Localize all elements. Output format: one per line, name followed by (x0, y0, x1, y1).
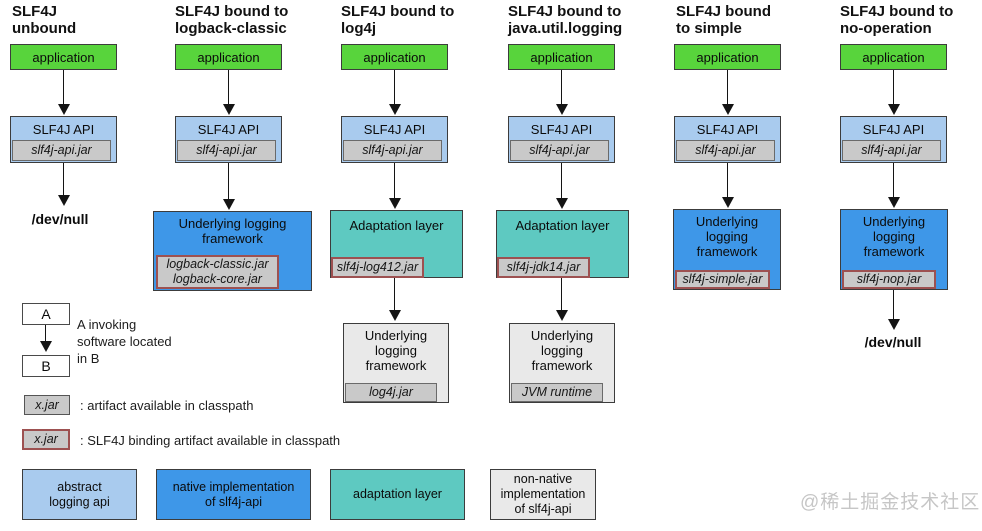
color-legend-native-implementation: native implementation of slf4j-api (156, 469, 311, 520)
column3-arrow-app-to-api (389, 70, 401, 115)
legend-node-a: A (22, 303, 70, 325)
column6-framework-jar: slf4j-nop.jar (842, 270, 936, 289)
column2-application-box: application (175, 44, 282, 70)
column3-arrow-adaptation-to-framework (389, 278, 401, 321)
column5-api-label: SLF4J API (696, 122, 759, 137)
column4-api-jar: slf4j-api.jar (510, 140, 609, 161)
column4-framework-jar: JVM runtime (511, 383, 603, 402)
column2-framework-label: Underlying logging framework (178, 216, 287, 246)
column3-header: SLF4J bound to log4j (341, 3, 455, 37)
column5-api-jar: slf4j-api.jar (676, 140, 775, 161)
column1-application-box: application (10, 44, 117, 70)
column6-api-label: SLF4J API (862, 122, 925, 137)
column4-arrow-api-to-adaptation (556, 163, 568, 209)
column1-header: SLF4J unbound (12, 3, 77, 37)
column5-header: SLF4J bound to simple (676, 3, 771, 37)
legend-node-b: B (22, 355, 70, 377)
column1-api-jar: slf4j-api.jar (12, 140, 111, 161)
column6-application-box: application (840, 44, 947, 70)
column6-header: SLF4J bound to no-operation (840, 3, 954, 37)
column3-application-box: application (341, 44, 448, 70)
column2-slf4j-api-box: SLF4J API slf4j-api.jar (175, 116, 282, 163)
column3-adaptation-label: Adaptation layer (349, 218, 444, 233)
column2-framework-jar: logback-classic.jar logback-core.jar (156, 255, 279, 289)
column4-adaptation-label: Adaptation layer (515, 218, 610, 233)
column4-arrow-app-to-api (556, 70, 568, 115)
legend-artifact-text: : artifact available in classpath (80, 398, 254, 413)
column6-api-jar: slf4j-api.jar (842, 140, 941, 161)
column6-slf4j-api-box: SLF4J API slf4j-api.jar (840, 116, 947, 163)
column2-arrow-api-to-framework (223, 163, 235, 210)
column6-underlying-framework-box: Underlying logging framework slf4j-nop.j… (840, 209, 948, 290)
column4-framework-label: Underlying logging framework (530, 328, 594, 373)
column5-application-box: application (674, 44, 781, 70)
column1-arrow-app-to-api (58, 70, 70, 115)
column1-api-label: SLF4J API (32, 122, 95, 137)
column3-slf4j-api-box: SLF4J API slf4j-api.jar (341, 116, 448, 163)
column1-devnull-label: /dev/null (31, 211, 89, 227)
column6-arrow-api-to-framework (888, 163, 900, 208)
column4-arrow-adaptation-to-framework (556, 278, 568, 321)
column2-api-jar: slf4j-api.jar (177, 140, 276, 161)
column4-underlying-framework-box: Underlying logging framework JVM runtime (509, 323, 615, 403)
column4-application-box: application (508, 44, 615, 70)
column3-underlying-framework-box: Underlying logging framework log4j.jar (343, 323, 449, 403)
column3-api-label: SLF4J API (363, 122, 426, 137)
column1-slf4j-api-box: SLF4J API slf4j-api.jar (10, 116, 117, 163)
column1-arrow-api-to-devnull (58, 163, 70, 206)
color-legend-abstract-logging-api: abstract logging api (22, 469, 137, 520)
column6-framework-label: Underlying logging framework (862, 214, 926, 259)
column2-arrow-app-to-api (223, 70, 235, 115)
column3-api-jar: slf4j-api.jar (343, 140, 442, 161)
column5-arrow-app-to-api (722, 70, 734, 115)
column3-arrow-api-to-adaptation (389, 163, 401, 209)
column4-adaptation-layer-box: Adaptation layer slf4j-jdk14.jar (496, 210, 629, 278)
column5-arrow-api-to-framework (722, 163, 734, 208)
column5-underlying-framework-box: Underlying logging framework slf4j-simpl… (673, 209, 781, 290)
legend-binding-jar: x.jar (22, 429, 70, 450)
watermark-text: @稀土掘金技术社区 (800, 492, 981, 513)
column4-adaptation-jar: slf4j-jdk14.jar (497, 257, 590, 278)
legend-binding-text: : SLF4J binding artifact available in cl… (80, 433, 341, 448)
column2-underlying-framework-box: Underlying logging framework logback-cla… (153, 211, 312, 291)
column6-devnull-label: /dev/null (864, 334, 922, 350)
color-legend-adaptation-layer: adaptation layer (330, 469, 465, 520)
column4-header: SLF4J bound to java.util.logging (508, 3, 623, 37)
column4-slf4j-api-box: SLF4J API slf4j-api.jar (508, 116, 615, 163)
column4-api-label: SLF4J API (530, 122, 593, 137)
column3-adaptation-jar: slf4j-log412.jar (331, 257, 424, 278)
column5-slf4j-api-box: SLF4J API slf4j-api.jar (674, 116, 781, 163)
column5-framework-jar: slf4j-simple.jar (675, 270, 770, 289)
column2-header: SLF4J bound to logback-classic (175, 3, 289, 37)
legend-invoking-text: A invoking software located in B (77, 317, 172, 366)
column6-arrow-framework-to-devnull (888, 290, 900, 330)
column3-framework-label: Underlying logging framework (364, 328, 428, 373)
color-legend-non-native-implementation: non-native implementation of slf4j-api (490, 469, 596, 520)
column3-framework-jar: log4j.jar (345, 383, 437, 402)
column6-arrow-app-to-api (888, 70, 900, 115)
legend-arrow-a-to-b (40, 325, 52, 352)
column2-api-label: SLF4J API (197, 122, 260, 137)
column3-adaptation-layer-box: Adaptation layer slf4j-log412.jar (330, 210, 463, 278)
legend-artifact-jar: x.jar (24, 395, 70, 415)
column5-framework-label: Underlying logging framework (695, 214, 759, 259)
